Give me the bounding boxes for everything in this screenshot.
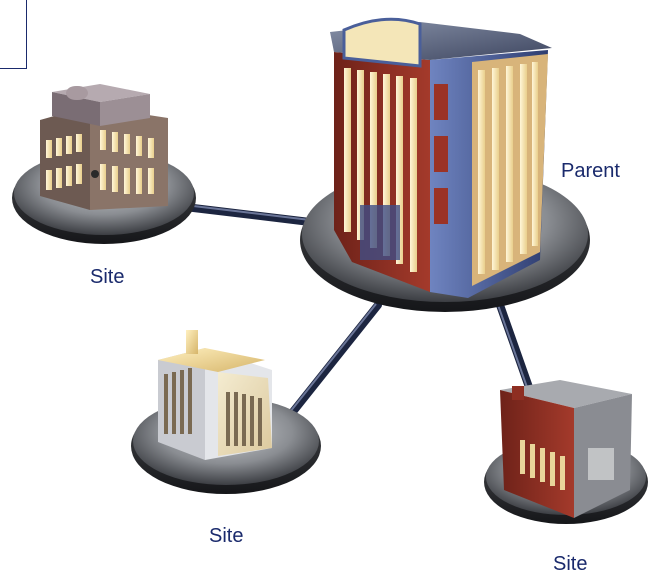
corner-frame <box>0 0 27 69</box>
connector-parent-site-bottom-left-highlight <box>285 303 377 418</box>
parent-label: Parent <box>561 160 620 182</box>
connectors <box>181 203 534 422</box>
site-bottom-right-label: Site <box>553 553 588 575</box>
site-bottom-right-node <box>484 380 648 524</box>
site-left-building <box>40 84 168 210</box>
connector-parent-site-left <box>181 203 314 226</box>
site-bottom-left-node <box>131 330 321 494</box>
site-left-label: Site <box>90 266 125 288</box>
connector-parent-site-bottom-right <box>496 301 534 394</box>
site-bottom-right-building <box>500 380 632 518</box>
connector-parent-site-left-highlight <box>184 204 311 221</box>
parent-building <box>330 17 552 298</box>
site-bottom-left-building <box>158 330 272 460</box>
site-left-node <box>12 84 196 244</box>
parent-node <box>300 17 590 312</box>
connector-parent-site-bottom-left <box>284 301 382 422</box>
connector-parent-site-bottom-right-highlight <box>497 304 529 391</box>
site-bottom-left-label: Site <box>209 525 244 547</box>
